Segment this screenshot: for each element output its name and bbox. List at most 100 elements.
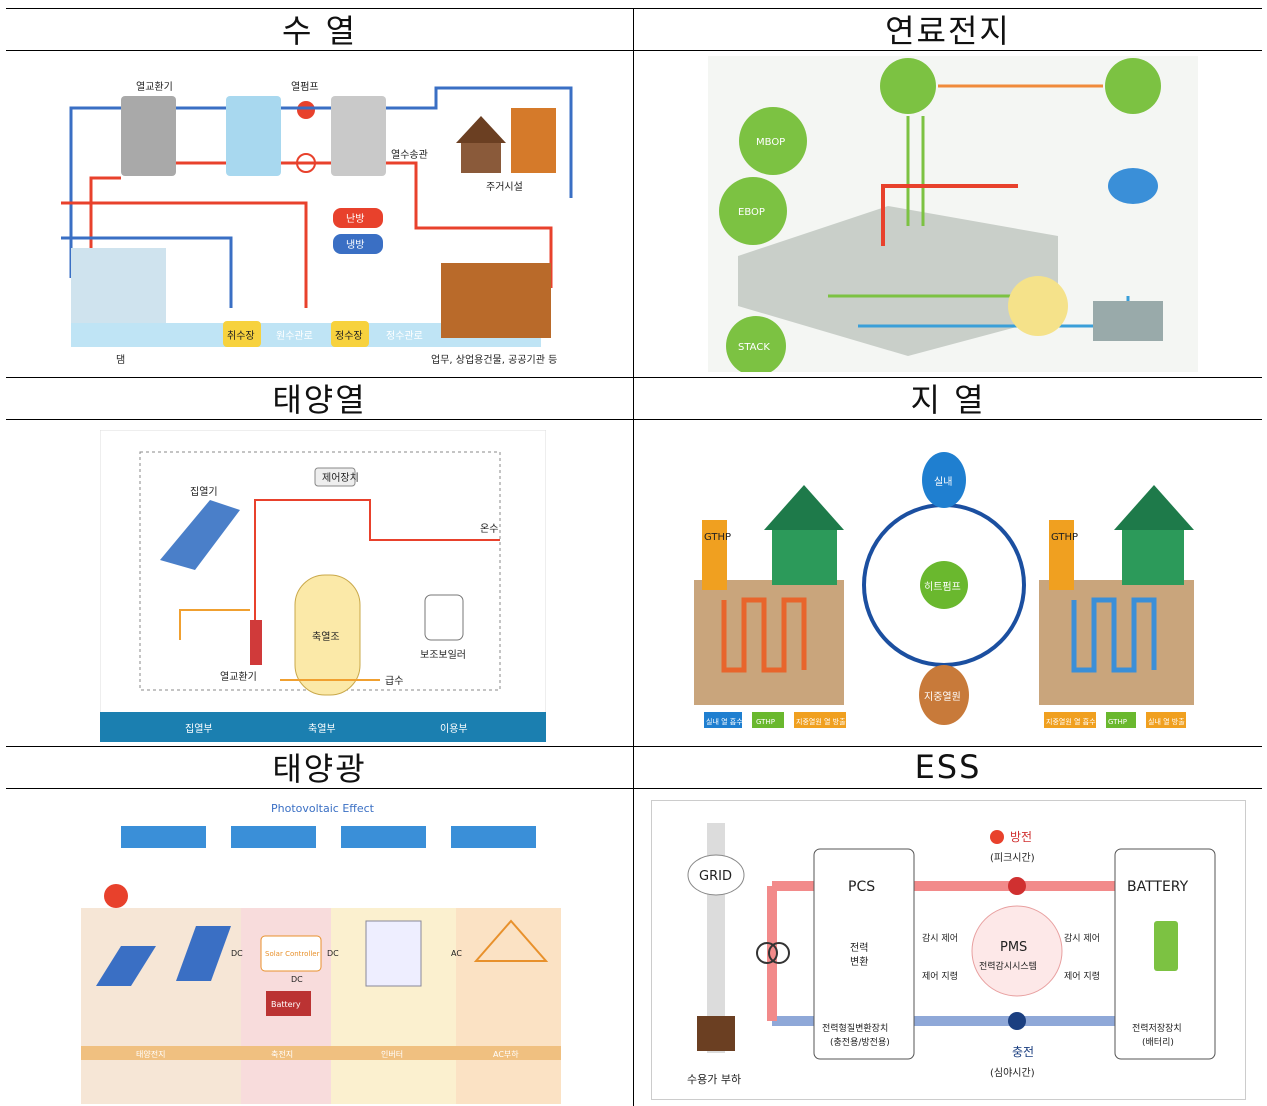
- fuel-cell-plant-icon: [738, 206, 1058, 356]
- heating-badge: [333, 208, 383, 228]
- hot-water-label: 온수: [480, 523, 498, 535]
- stack-label: STACK: [738, 342, 770, 353]
- ground-left: [694, 580, 844, 705]
- gthp-left: [702, 520, 727, 590]
- stack-circle: [726, 316, 786, 372]
- header-solar-pv: 태양광: [272, 750, 367, 788]
- ctrl-cmd-right: 제어 지령: [1064, 970, 1100, 982]
- ac-label: AC: [451, 949, 462, 958]
- col-ac-load: AC부하: [493, 1049, 519, 1059]
- battery-icon: [1154, 921, 1178, 971]
- discharge-label: 방전: [1010, 830, 1032, 844]
- pms-label: PMS: [1000, 940, 1027, 955]
- housing-label: 주거시설: [486, 181, 523, 193]
- heat-pump-unit-2: [331, 96, 386, 176]
- water-heat-diagram: 열교환기 열펌프 열수송관 주거시설 난방 냉방 취수장 원수관로 정수장 정수…: [61, 68, 581, 368]
- transformer-icon: [756, 942, 778, 964]
- pms-desc: 전력감시시스템: [979, 960, 1037, 972]
- energy-table: 수 열 연료전지 태양열 지 열 태양광 ESS 열교환기: [6, 8, 1262, 1106]
- solar-panel-icon-1: [96, 946, 156, 986]
- gthp-right: [1049, 520, 1074, 590]
- house-roof-icon: [456, 116, 506, 143]
- heat-exchanger-label: 열교환기: [136, 81, 173, 93]
- power-plant-icon: [880, 58, 936, 114]
- table-border: [6, 377, 1262, 378]
- table-border: [633, 8, 634, 1106]
- header-geothermal: 지 열: [910, 381, 986, 419]
- inverter-box: [365, 920, 422, 987]
- pv-cell-step-1: [121, 826, 206, 848]
- control-label: 제어장치: [322, 472, 359, 484]
- solar-panel-icon-2: [176, 926, 231, 981]
- dc-label-2: DC: [327, 949, 339, 958]
- power-conv-label-1: 전력: [850, 942, 868, 954]
- power-conv-label-2: 변환: [850, 956, 868, 968]
- heat-exchanger-icon: [250, 620, 262, 665]
- ground-node: [919, 665, 969, 725]
- heat-pump-label: 히트펌프: [924, 581, 961, 593]
- house-left-roof: [764, 485, 844, 530]
- table-border: [6, 50, 1262, 51]
- pcs-box: [813, 848, 915, 1060]
- ess-diagram: GRID PCS BATTERY 방전 (피크시간) 충전 (심야시간) 전력 …: [651, 800, 1246, 1100]
- house-right-roof: [1114, 485, 1194, 530]
- cooling-tower-icon: [1108, 168, 1158, 204]
- apartment-icon: [511, 108, 556, 173]
- water-supply-label: 급수: [385, 675, 403, 687]
- collect-part-label: 집열부: [185, 723, 213, 735]
- indoor-label: 실내: [934, 476, 952, 488]
- grid-node: [687, 854, 745, 896]
- storage-part-label: 축열부: [308, 723, 336, 735]
- aux-boiler-label: 보조보일러: [420, 649, 466, 661]
- raw-water-pipe-label: 원수관로: [276, 330, 313, 342]
- table-border: [6, 746, 1262, 747]
- pv-cell-step-3: [341, 826, 426, 848]
- house-icon: [461, 143, 501, 173]
- hot-water-pipe-label: 열수송관: [391, 149, 428, 161]
- heat-pump-label: 열펌프: [291, 81, 319, 93]
- clean-water-pipe-label: 정수관로: [386, 330, 423, 342]
- discharge-sun-icon: [990, 830, 1004, 844]
- use-part-label: 이용부: [440, 723, 468, 735]
- header-water-heat: 수 열: [281, 12, 358, 50]
- intake-label: 취수장: [227, 330, 255, 342]
- purification-box: [331, 321, 369, 347]
- header-fuel-cell: 연료전지: [885, 12, 1011, 50]
- battery-box: [266, 991, 311, 1016]
- legend-2: GTHP: [756, 718, 775, 726]
- fuel-cell-diagram: MBOP EBOP STACK: [708, 56, 1198, 372]
- dc-label-1: DC: [231, 949, 243, 958]
- dam-label: 댐: [116, 354, 125, 366]
- solar-pv-diagram: Photovoltaic Effect DC DC AC DC Solar Co…: [81, 796, 561, 1104]
- table-border: [6, 788, 1262, 789]
- pv-cell-step-4: [451, 826, 536, 848]
- mbop-label: MBOP: [756, 137, 785, 148]
- legend-1: 실내 열 흡수: [706, 717, 743, 726]
- building-icon: [1105, 58, 1161, 114]
- collector-label: 집열기: [190, 486, 218, 498]
- heat-exchanger-label: 열교환기: [220, 671, 257, 683]
- offpeak-label: (심야시간): [990, 1067, 1035, 1079]
- aux-boiler-icon: [424, 594, 464, 641]
- controller-label: Solar Controller: [265, 950, 320, 958]
- mbop-circle: [739, 107, 807, 175]
- battery-label: BATTERY: [1127, 879, 1189, 895]
- purification-label: 정수장: [335, 330, 363, 342]
- ebop-label: EBOP: [738, 207, 765, 218]
- ground-label: 지중열원: [924, 691, 961, 703]
- storage-tank-icon: [294, 574, 361, 696]
- pcs-desc-2: (충전용/방전용): [830, 1037, 890, 1048]
- pcs-desc-1: 전력형질변환장치: [822, 1022, 888, 1034]
- legend-6: 실내 열 방출: [1148, 717, 1185, 726]
- house-left: [772, 530, 837, 585]
- home-load-icon: [473, 919, 549, 962]
- load-factory-icon: [697, 1016, 735, 1051]
- legend-5: GTHP: [1108, 718, 1127, 726]
- col-inverter: 인버터: [381, 1049, 403, 1059]
- col-solar-cell: 태양전지: [136, 1049, 165, 1059]
- table-border: [6, 419, 1262, 420]
- cooling-label: 냉방: [346, 239, 364, 251]
- pms-circle: [971, 905, 1063, 997]
- monitor-ctrl-right: 감시 제어: [1064, 932, 1100, 944]
- heat-exchanger-unit: [121, 96, 176, 176]
